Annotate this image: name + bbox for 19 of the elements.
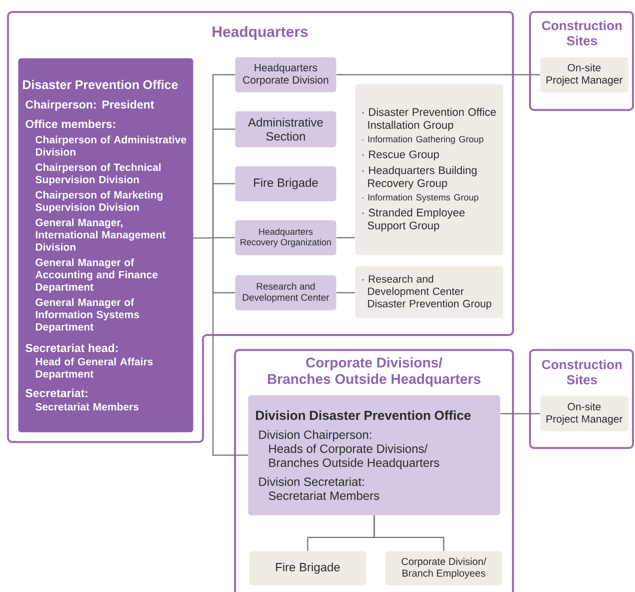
- connector-line: [336, 74, 540, 76]
- unit-box: Corporate Division/ Branch Employees: [385, 551, 502, 586]
- manager-box: On-site Project Manager: [540, 57, 628, 92]
- unit-box: Headquarters Recovery Organization: [235, 220, 336, 256]
- manager-box: On-site Project Manager: [540, 396, 628, 432]
- unit-box: Administrative Section: [235, 111, 336, 148]
- unit-box: Headquarters Corporate Division: [235, 57, 336, 92]
- unit-box: Fire Brigade: [249, 551, 366, 586]
- connector-line: [374, 515, 444, 551]
- connector-line: [336, 292, 355, 294]
- connector-line: [500, 413, 540, 414]
- connector-line: [336, 237, 355, 238]
- group-list-box: · Research and Development Center Disaster Prevention Group: [355, 266, 504, 318]
- group-list-box: · Disaster Prevention Office Installation Group · Information Gathering Group · Rescue Group · Headquarters Building Recovery Group · Information Systems Group · Stranded Employee Support Group: [355, 84, 504, 256]
- unit-box: Research and Development Center: [235, 275, 336, 310]
- unit-box: Fire Brigade: [235, 166, 336, 202]
- division-office-box: Division Disaster Prevention Office Division Chairperson: Heads of Corporate Divisions/ Branches Outside Headquarters Division Secretariat: Secretariat Members: [248, 395, 500, 516]
- office-panel: Disaster Prevention Office Chairperson: President Office members: Chairperson of Administrative Division Chairperson of Technical Supervision Division Chairperson of Marketing Supervision Division General Manager, International Management Division General Manager of Accounting and Finance Department General Manager of Information Systems Department Secretariat head: Head of General Affairs Department Secretariat: Secretariat Members: [18, 58, 194, 432]
- connector-line: [193, 237, 248, 456]
